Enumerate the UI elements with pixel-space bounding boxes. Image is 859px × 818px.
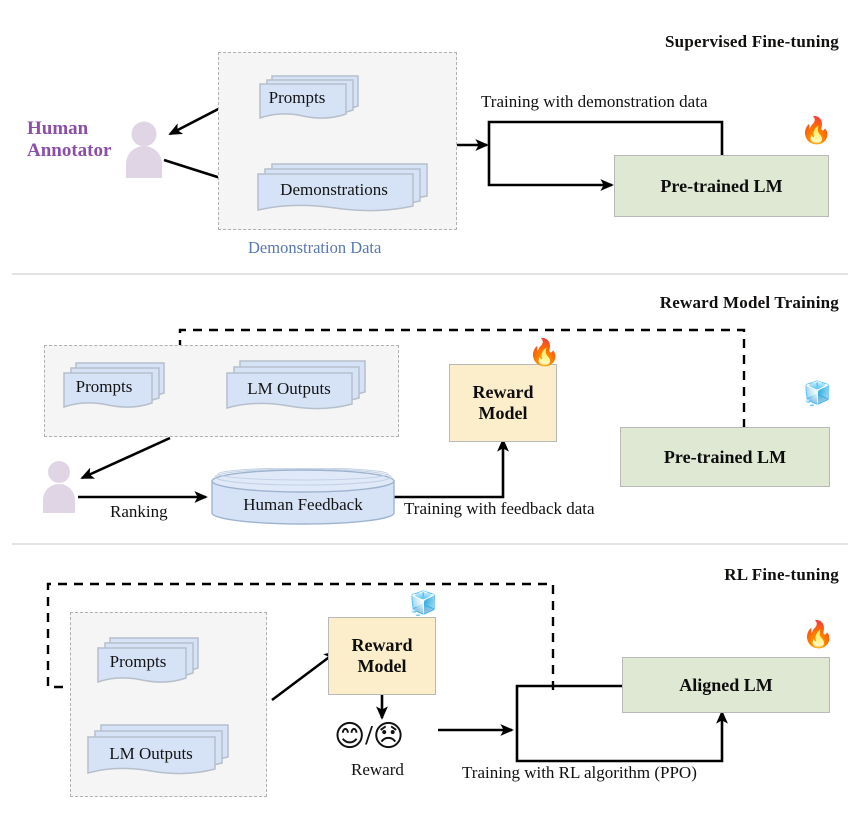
stage2-reward-model-label-2: Model: [478, 403, 528, 423]
stage1-group-label: Demonstration Data: [248, 238, 382, 257]
stage3-reward-model-label-2: Model: [357, 656, 407, 676]
stage2-pretrained-lm-label: Pre-trained LM: [663, 446, 787, 467]
stage2-pretrained-lm-box[interactable]: Pre-trained LM: [620, 427, 830, 487]
stage1-doc-demonstrations[interactable]: Demonstrations: [256, 160, 436, 212]
fire-emoji: 🔥: [528, 338, 561, 368]
stage1-annotator-label: Human Annotator: [27, 118, 111, 162]
fire-emoji: 🔥: [802, 620, 835, 650]
stage2-ranking-caption: Ranking: [110, 502, 168, 521]
person-icon: [122, 120, 166, 180]
stage3-doc-prompts[interactable]: Prompts: [96, 635, 208, 684]
stage2-doc-prompts[interactable]: Prompts: [62, 360, 174, 409]
stage2-doc-lm-outputs[interactable]: LM Outputs: [225, 358, 373, 410]
section-divider-1: [12, 273, 848, 275]
stage2-reward-model-label-1: Reward: [472, 382, 534, 403]
stage2-title: Reward Model Training: [659, 293, 839, 312]
ice-cube-emoji: 🧊: [409, 591, 438, 617]
stage1-title: Supervised Fine-tuning: [665, 32, 839, 51]
stage1-pretrained-lm-label: Pre-trained LM: [660, 175, 783, 196]
section-divider-2: [12, 543, 848, 545]
reward-faces: 😊/😞: [334, 722, 404, 752]
stage3-aligned-lm-label: Aligned LM: [679, 674, 773, 695]
stage1-doc-prompts[interactable]: Prompts: [258, 72, 368, 120]
sad-face-emoji: 😞: [372, 719, 405, 754]
stage3-reward-model-box[interactable]: Reward Model: [328, 617, 436, 695]
stage3-reward-model-label-1: Reward: [351, 635, 413, 656]
stage3-aligned-lm-box[interactable]: Aligned LM: [622, 657, 830, 713]
happy-face-emoji: 😊: [334, 719, 366, 754]
faces-separator: /: [365, 720, 373, 750]
annotator-line-2: Annotator: [27, 139, 112, 161]
stage2-feedback-caption: Training with feedback data: [404, 499, 595, 518]
stage3-doc-lm-outputs[interactable]: LM Outputs: [86, 722, 236, 775]
human-feedback-database[interactable]: Human Feedback: [210, 467, 396, 526]
stage1-arrow-caption: Training with demonstration data: [481, 92, 708, 111]
ice-cube-emoji: 🧊: [803, 381, 832, 407]
stage1-pretrained-lm-box[interactable]: Pre-trained LM: [614, 155, 829, 217]
stage2-reward-model-box[interactable]: Reward Model: [449, 364, 557, 442]
reward-label: Reward: [351, 760, 404, 779]
stage3-title: RL Fine-tuning: [724, 565, 839, 584]
fire-emoji: 🔥: [800, 116, 833, 146]
annotator-line-1: Human: [27, 118, 89, 139]
person-icon: [40, 460, 78, 514]
stage3-training-caption: Training with RL algorithm (PPO): [462, 763, 697, 782]
